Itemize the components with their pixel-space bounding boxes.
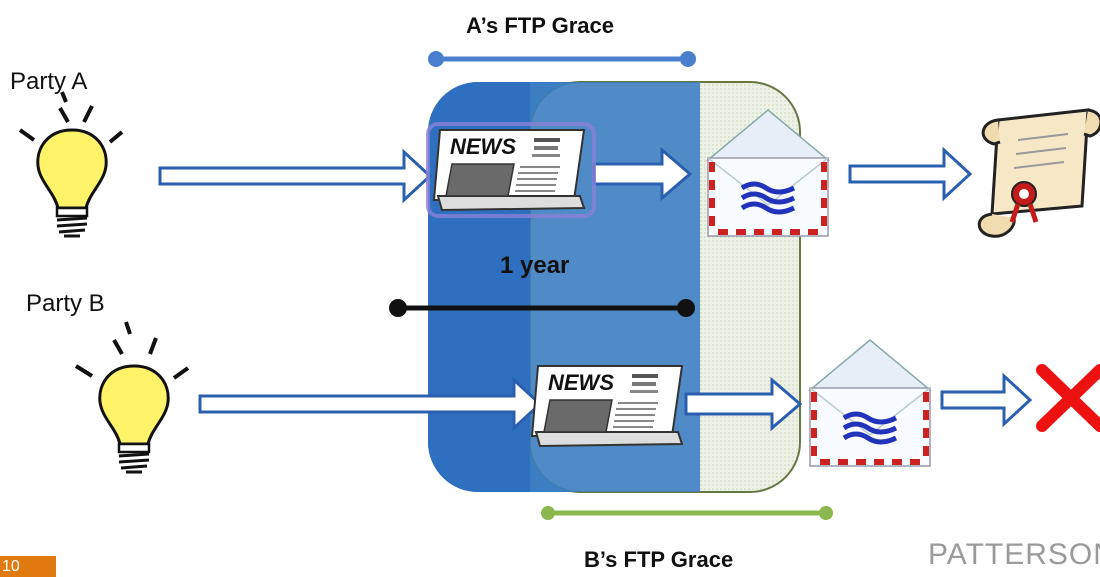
arrow-b-filing-to-rejection — [940, 372, 1033, 428]
a-ftp-grace-label: A’s FTP Grace — [466, 13, 614, 38]
b-grace-bar-start — [541, 506, 555, 520]
b-grace-bar-end — [819, 506, 833, 520]
party-b-idea-bulb-icon — [74, 321, 190, 474]
a-grace-bar-start — [428, 51, 444, 67]
firm-logo: PATTERSON — [928, 538, 1100, 571]
reject-x-icon — [1036, 364, 1100, 432]
party-b-newspaper-icon — [531, 365, 683, 447]
arrow-b-publication-to-filing — [684, 376, 803, 432]
arrow-a-publication-to-filing — [592, 146, 693, 202]
party-b-label: Party B — [26, 290, 105, 317]
party-a-label: Party A — [10, 68, 88, 95]
arrow-a-idea-to-publication — [158, 148, 433, 204]
one-year-bar-end — [677, 299, 695, 317]
one-year-bar-start — [389, 299, 407, 317]
one-year-label: 1 year — [500, 252, 570, 279]
party-a-newspaper-icon — [426, 122, 596, 218]
a-grace-bar-end — [680, 51, 696, 67]
party-a-idea-bulb-icon — [18, 91, 124, 238]
patent-scroll-icon — [977, 108, 1100, 238]
party-b-filing-envelope-icon — [810, 340, 930, 466]
slide-number-badge: 10 — [0, 556, 56, 577]
b-ftp-grace-label: B’s FTP Grace — [584, 547, 734, 572]
arrow-b-idea-to-publication — [198, 376, 543, 432]
arrow-a-filing-to-patent — [848, 146, 973, 202]
